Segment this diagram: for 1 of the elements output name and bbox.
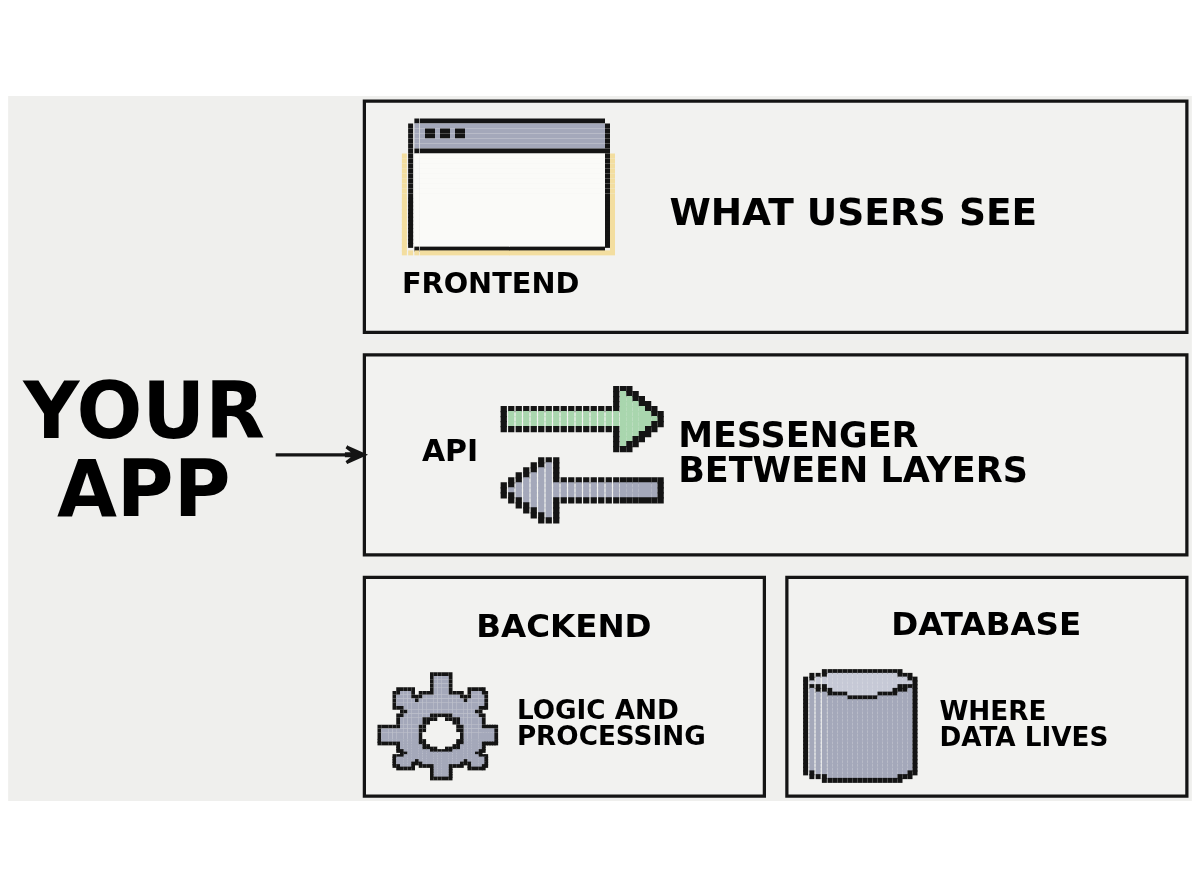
node-text: YOUR APP: [23, 365, 265, 533]
